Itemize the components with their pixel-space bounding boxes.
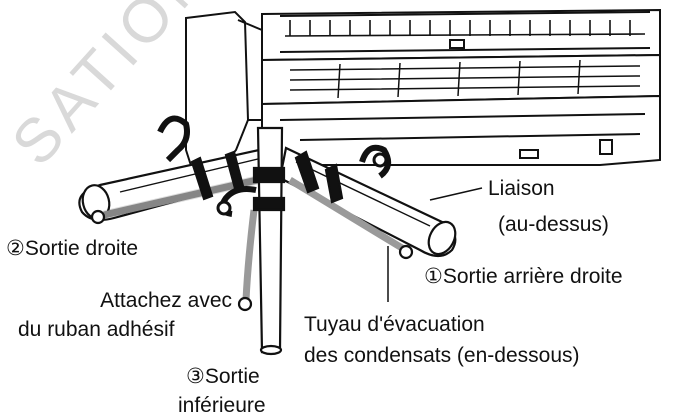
unit-end-cap xyxy=(185,10,250,176)
tape-band-bottom-2 xyxy=(252,196,286,212)
indoor-unit xyxy=(185,8,661,176)
label-drain-hose-2: des condensats (en-dessous) xyxy=(304,344,580,367)
tape-loop-right xyxy=(359,144,392,179)
tape-band-right-2 xyxy=(324,163,344,204)
heat-exchanger-fins xyxy=(284,20,646,37)
tape-loop-left xyxy=(157,115,190,163)
refrigerant-pipe-bottom xyxy=(256,126,284,354)
label-attach-tape-2: du ruban adhésif xyxy=(18,318,175,341)
tape-band-bottom-1 xyxy=(252,166,286,184)
label-liaison: Liaison xyxy=(488,177,555,200)
label-exit-bottom-2: inférieure xyxy=(178,394,266,417)
label-attach-tape-1: Attachez avec xyxy=(100,289,232,312)
drain-hose-bottom xyxy=(242,209,258,301)
pipe-rear-right-exit xyxy=(278,144,457,260)
leader-lines xyxy=(387,187,483,302)
label-drain-hose-1: Tuyau d'évacuation xyxy=(304,313,485,336)
tape-band-right-1 xyxy=(294,150,320,194)
label-exit-right: ②Sortie droite xyxy=(6,237,139,260)
tape-band-left-1 xyxy=(190,156,214,201)
pipe-bottom-exit xyxy=(216,126,286,356)
pipe-right-opening xyxy=(427,220,457,256)
label-exit-rear-right: ①Sortie arrière droite xyxy=(424,265,623,288)
label-exit-bottom-1: ③Sortie xyxy=(186,365,260,388)
label-liaison-sub: (au-dessus) xyxy=(498,213,609,236)
leader-liaison xyxy=(429,187,483,201)
